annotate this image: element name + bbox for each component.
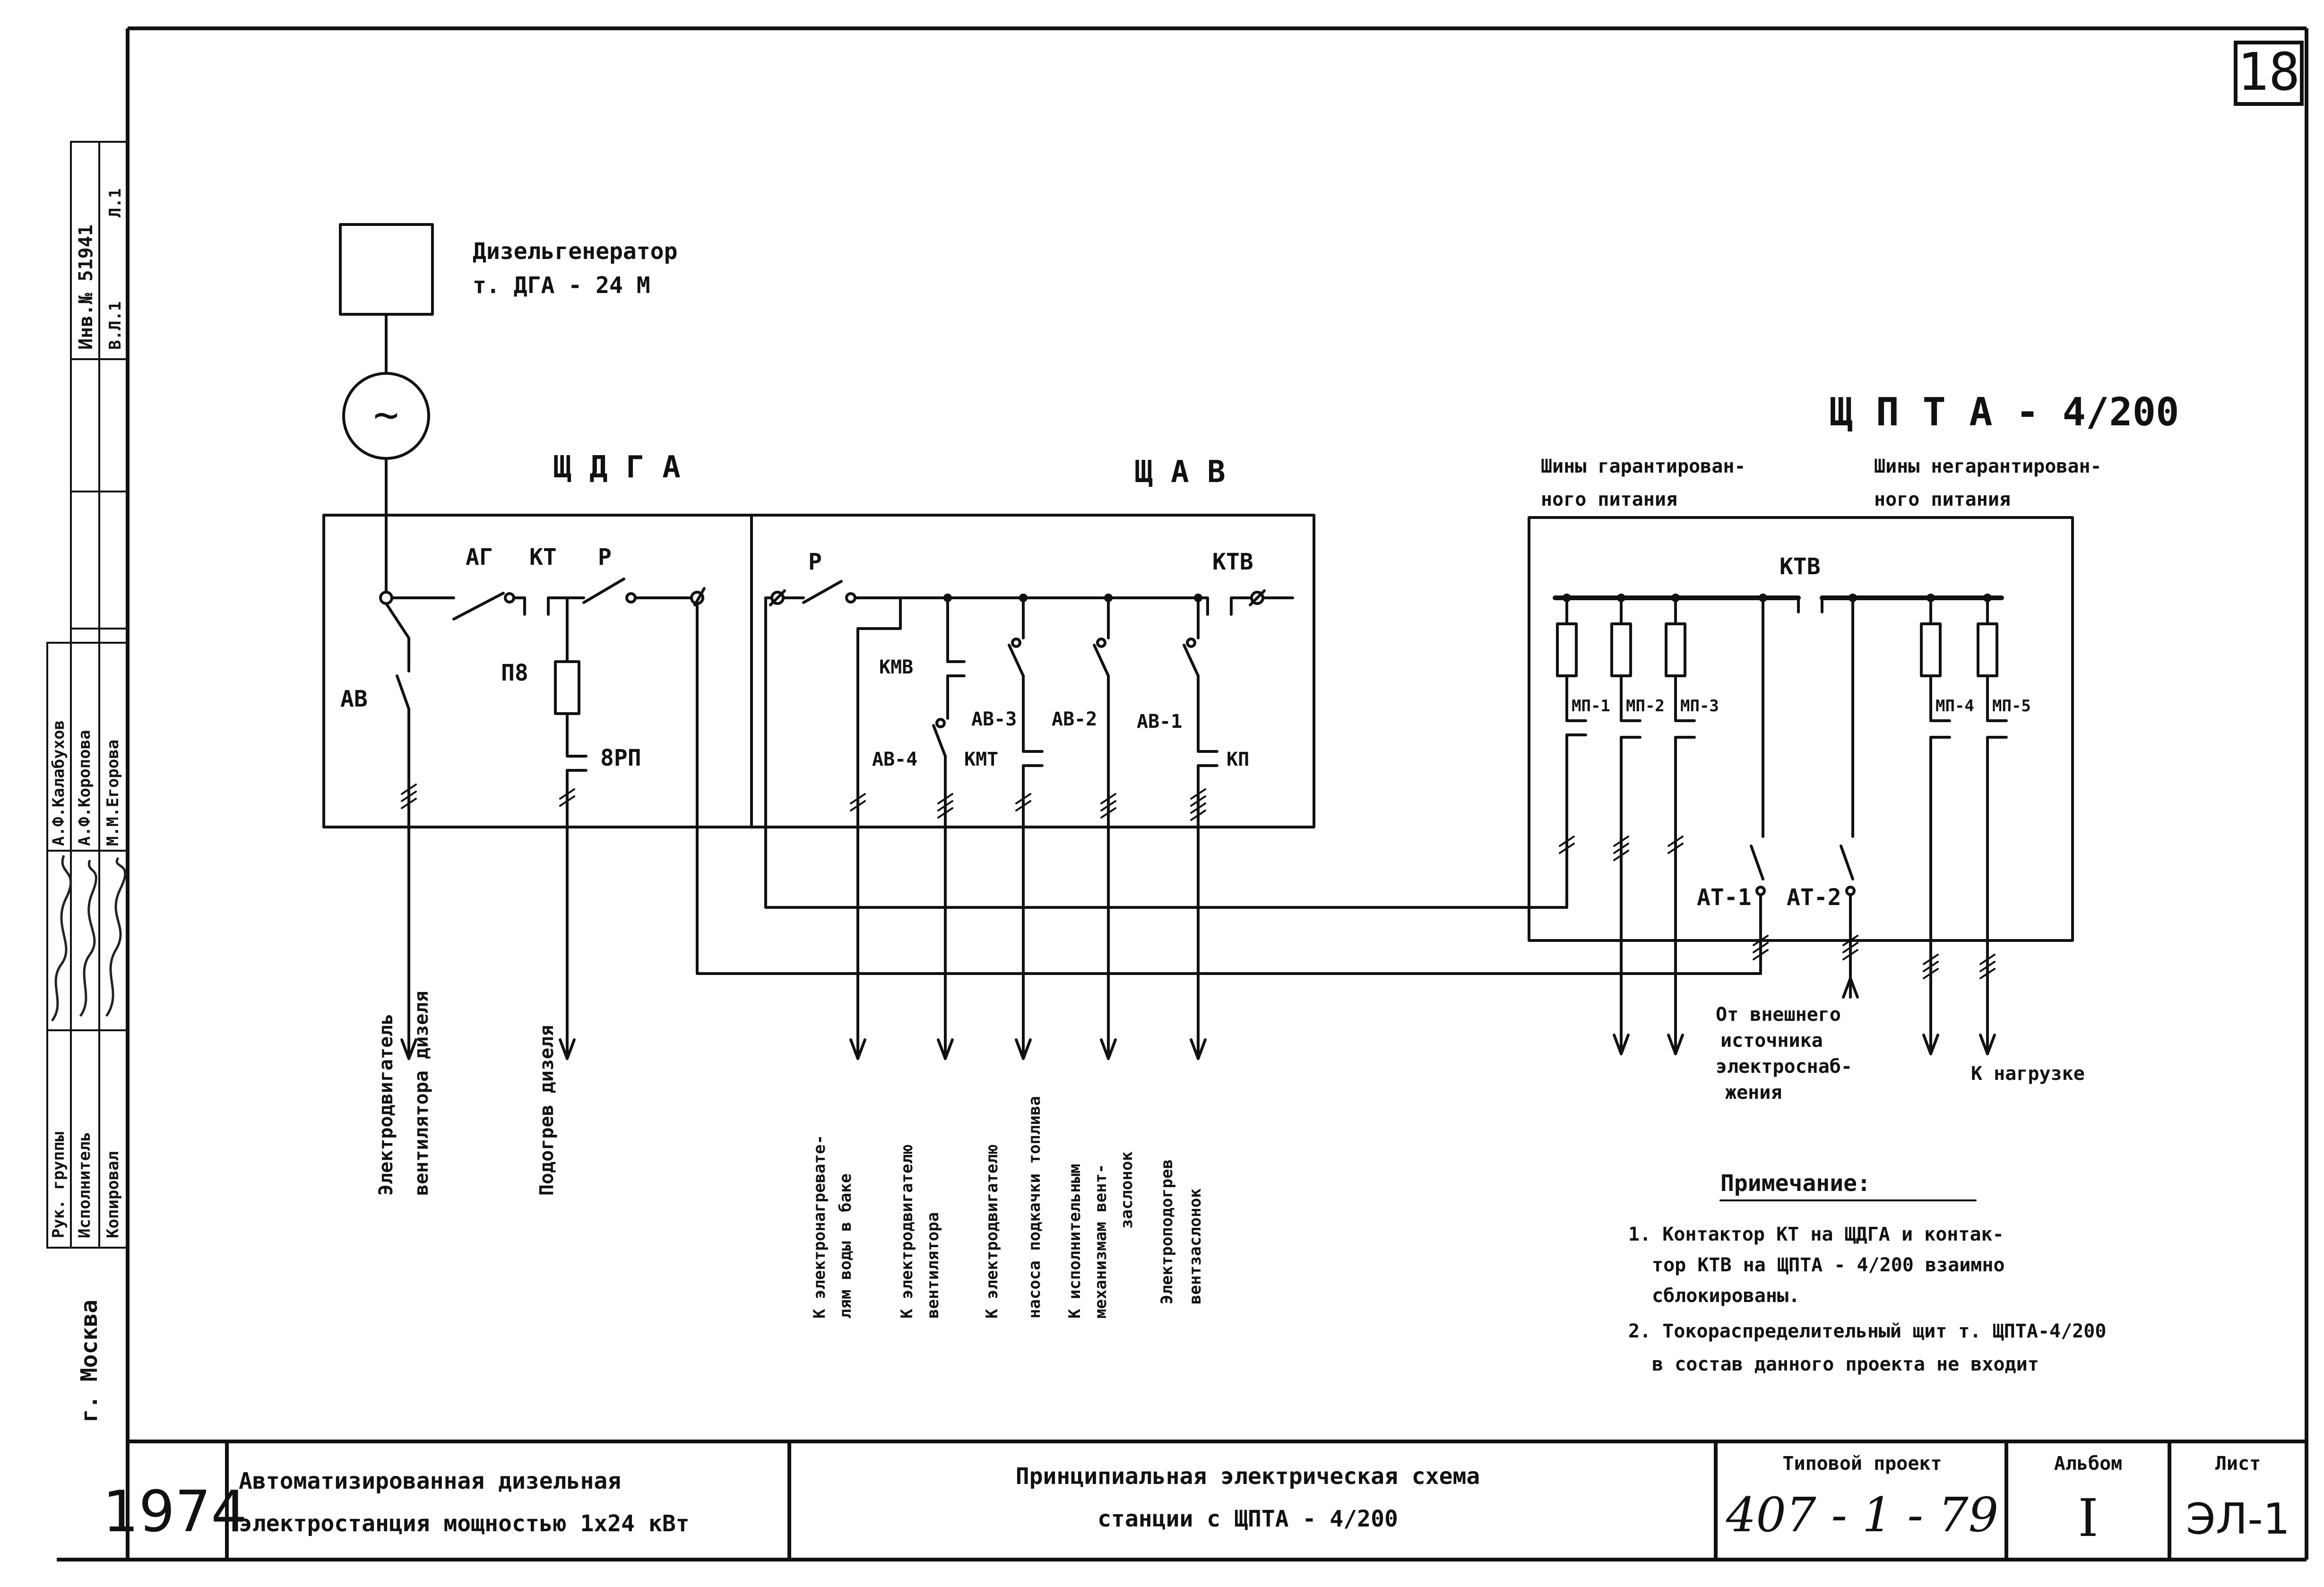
out-water-heater-2: лям воды в баке <box>836 1173 855 1319</box>
label-kmv: КМВ <box>879 656 913 678</box>
generator-symbol: ~ <box>373 390 399 440</box>
label-av1: АВ-1 <box>1137 711 1182 733</box>
label-kt: КТ <box>529 544 557 570</box>
bus-guaranteed-1: Шины гарантирован- <box>1541 456 1745 477</box>
out-diesel-heating: Подогрев дизеля <box>536 1025 558 1196</box>
inventory-number: Инв.№ 51941 <box>75 224 97 350</box>
label-at1: АТ-1 <box>1697 884 1752 911</box>
out-external-1: От внешнего <box>1716 1004 1841 1026</box>
panel-shdga-circuit <box>379 578 706 1060</box>
generator-title: Дизельгенератор <box>473 238 677 265</box>
label-r-shchav: Р <box>808 549 822 575</box>
out-pump-2: насоса подкачки топлива <box>1025 1096 1044 1319</box>
out-load: К нагрузке <box>1971 1063 2085 1085</box>
role-group-head: Рук. группы <box>49 1132 68 1238</box>
label-ktv-shchav: КТВ <box>1212 549 1253 575</box>
label-av: АВ <box>340 686 368 712</box>
role-copier: Копировал <box>104 1151 122 1238</box>
interconnect-wires <box>696 596 1762 975</box>
label-ag: АГ <box>466 544 493 570</box>
inventory-l: Л.1 <box>106 189 125 217</box>
out-damper-heat-1: Электроподогрев <box>1158 1159 1176 1304</box>
bus-nonguaranteed-1: Шины негарантирован- <box>1874 456 2102 477</box>
tb-org-line-1: Автоматизированная дизельная <box>239 1468 621 1494</box>
panel-shpta-circuit <box>1553 594 2008 1055</box>
out-water-heater-1: К электронагревате- <box>810 1135 829 1319</box>
label-av4: АВ-4 <box>872 749 917 770</box>
side-stamp-block <box>46 141 129 1249</box>
label-mp5: МП-5 <box>1992 697 2031 716</box>
tb-year: 1974 <box>103 1479 247 1545</box>
panel-shpta-title: Щ П Т А - 4/200 <box>1829 390 2179 435</box>
panel-shdga-title: Щ Д Г А <box>553 450 681 485</box>
out-fan-motor-1: Электродвигатель <box>375 1014 397 1196</box>
label-8rp: 8РП <box>600 745 641 771</box>
note-line-5: в состав данного проекта не входит <box>1652 1354 2039 1375</box>
out-damper-mech-2: механизмам вент- <box>1091 1164 1110 1319</box>
bus-guaranteed-2: ного питания <box>1541 489 1677 510</box>
role-executor: Исполнитель <box>75 1132 94 1238</box>
name-copier: М.М.Егорова <box>104 740 122 846</box>
note-line-4: 2. Токораспределительный щит т. ЩПТА-4/2… <box>1628 1320 2106 1342</box>
tb-project-value: 407 - 1 - 79 <box>1726 1487 1998 1543</box>
panel-shpta-box <box>1528 516 2074 942</box>
out-damper-heat-2: вентзаслонок <box>1186 1188 1205 1304</box>
tb-project-label: Типовой проект <box>1782 1453 1942 1475</box>
out-external-4: жения <box>1725 1082 1782 1104</box>
title-block-grid <box>128 1440 2307 1560</box>
note-line-3: сблокированы. <box>1652 1285 1800 1307</box>
label-at2: АТ-2 <box>1787 884 1841 911</box>
signatures <box>51 855 127 1022</box>
inventory-vl: В.Л.1 <box>106 302 125 350</box>
name-group-head: А.Ф.Калабухов <box>49 720 68 846</box>
out-fan-motor-2: вентилятора дизеля <box>411 991 432 1196</box>
label-ktv-shpta: КТВ <box>1780 553 1821 580</box>
label-p8: П8 <box>501 660 528 686</box>
name-executor: А.Ф.Коропова <box>75 730 94 846</box>
tb-sheet-label: Лист <box>2215 1453 2261 1475</box>
out-pump-1: К электродвигателю <box>983 1145 1002 1319</box>
label-mp3: МП-3 <box>1680 697 1719 716</box>
tb-title-line-2: станции с ЩПТА - 4/200 <box>1097 1506 1398 1532</box>
sheet-number: 18 <box>2238 42 2300 102</box>
label-mp2: МП-2 <box>1626 697 1665 716</box>
bus-nonguaranteed-2: ного питания <box>1874 489 2011 510</box>
panel-shchav-title: Щ А В <box>1134 455 1226 490</box>
label-kmt: КМТ <box>964 749 998 770</box>
panel-shdga-shchav-box <box>322 514 1315 828</box>
sheet-frame <box>57 26 2308 1561</box>
out-fan-drive-2: вентилятора <box>924 1212 942 1319</box>
note-line-1: 1. Контактор КТ на ЩДГА и контак- <box>1628 1224 2004 1245</box>
out-external-2: источника <box>1720 1030 1823 1052</box>
city: г. Москва <box>76 1300 103 1423</box>
out-damper-mech-1: К исполнительным <box>1065 1164 1084 1319</box>
label-av2: АВ-2 <box>1052 708 1097 730</box>
label-mp4: МП-4 <box>1935 697 1974 716</box>
generator-type: т. ДГА - 24 М <box>473 272 650 299</box>
note-line-2: тор КТВ на ЩПТА - 4/200 взаимно <box>1652 1254 2005 1276</box>
out-damper-mech-3: заслонок <box>1117 1151 1136 1229</box>
label-kp: КП <box>1227 749 1249 770</box>
note-title: Примечание: <box>1720 1170 1871 1197</box>
label-r-shdga: Р <box>598 544 612 570</box>
out-external-3: электроснаб- <box>1716 1056 1852 1078</box>
label-av3: АВ-3 <box>971 708 1017 730</box>
tb-title-line-1: Принципиальная электрическая схема <box>1016 1463 1480 1490</box>
panel-shchav-circuit <box>769 580 1294 1060</box>
out-fan-drive-1: К электродвигателю <box>898 1145 916 1319</box>
diesel-generator <box>339 223 434 587</box>
tb-album-value: I <box>2078 1488 2098 1548</box>
tb-album-label: Альбом <box>2054 1453 2123 1475</box>
tb-org-line-2: электростанция мощностью 1х24 кВт <box>239 1510 690 1537</box>
tb-sheet-value: ЭЛ-1 <box>2186 1494 2290 1544</box>
label-mp1: МП-1 <box>1572 697 1610 716</box>
